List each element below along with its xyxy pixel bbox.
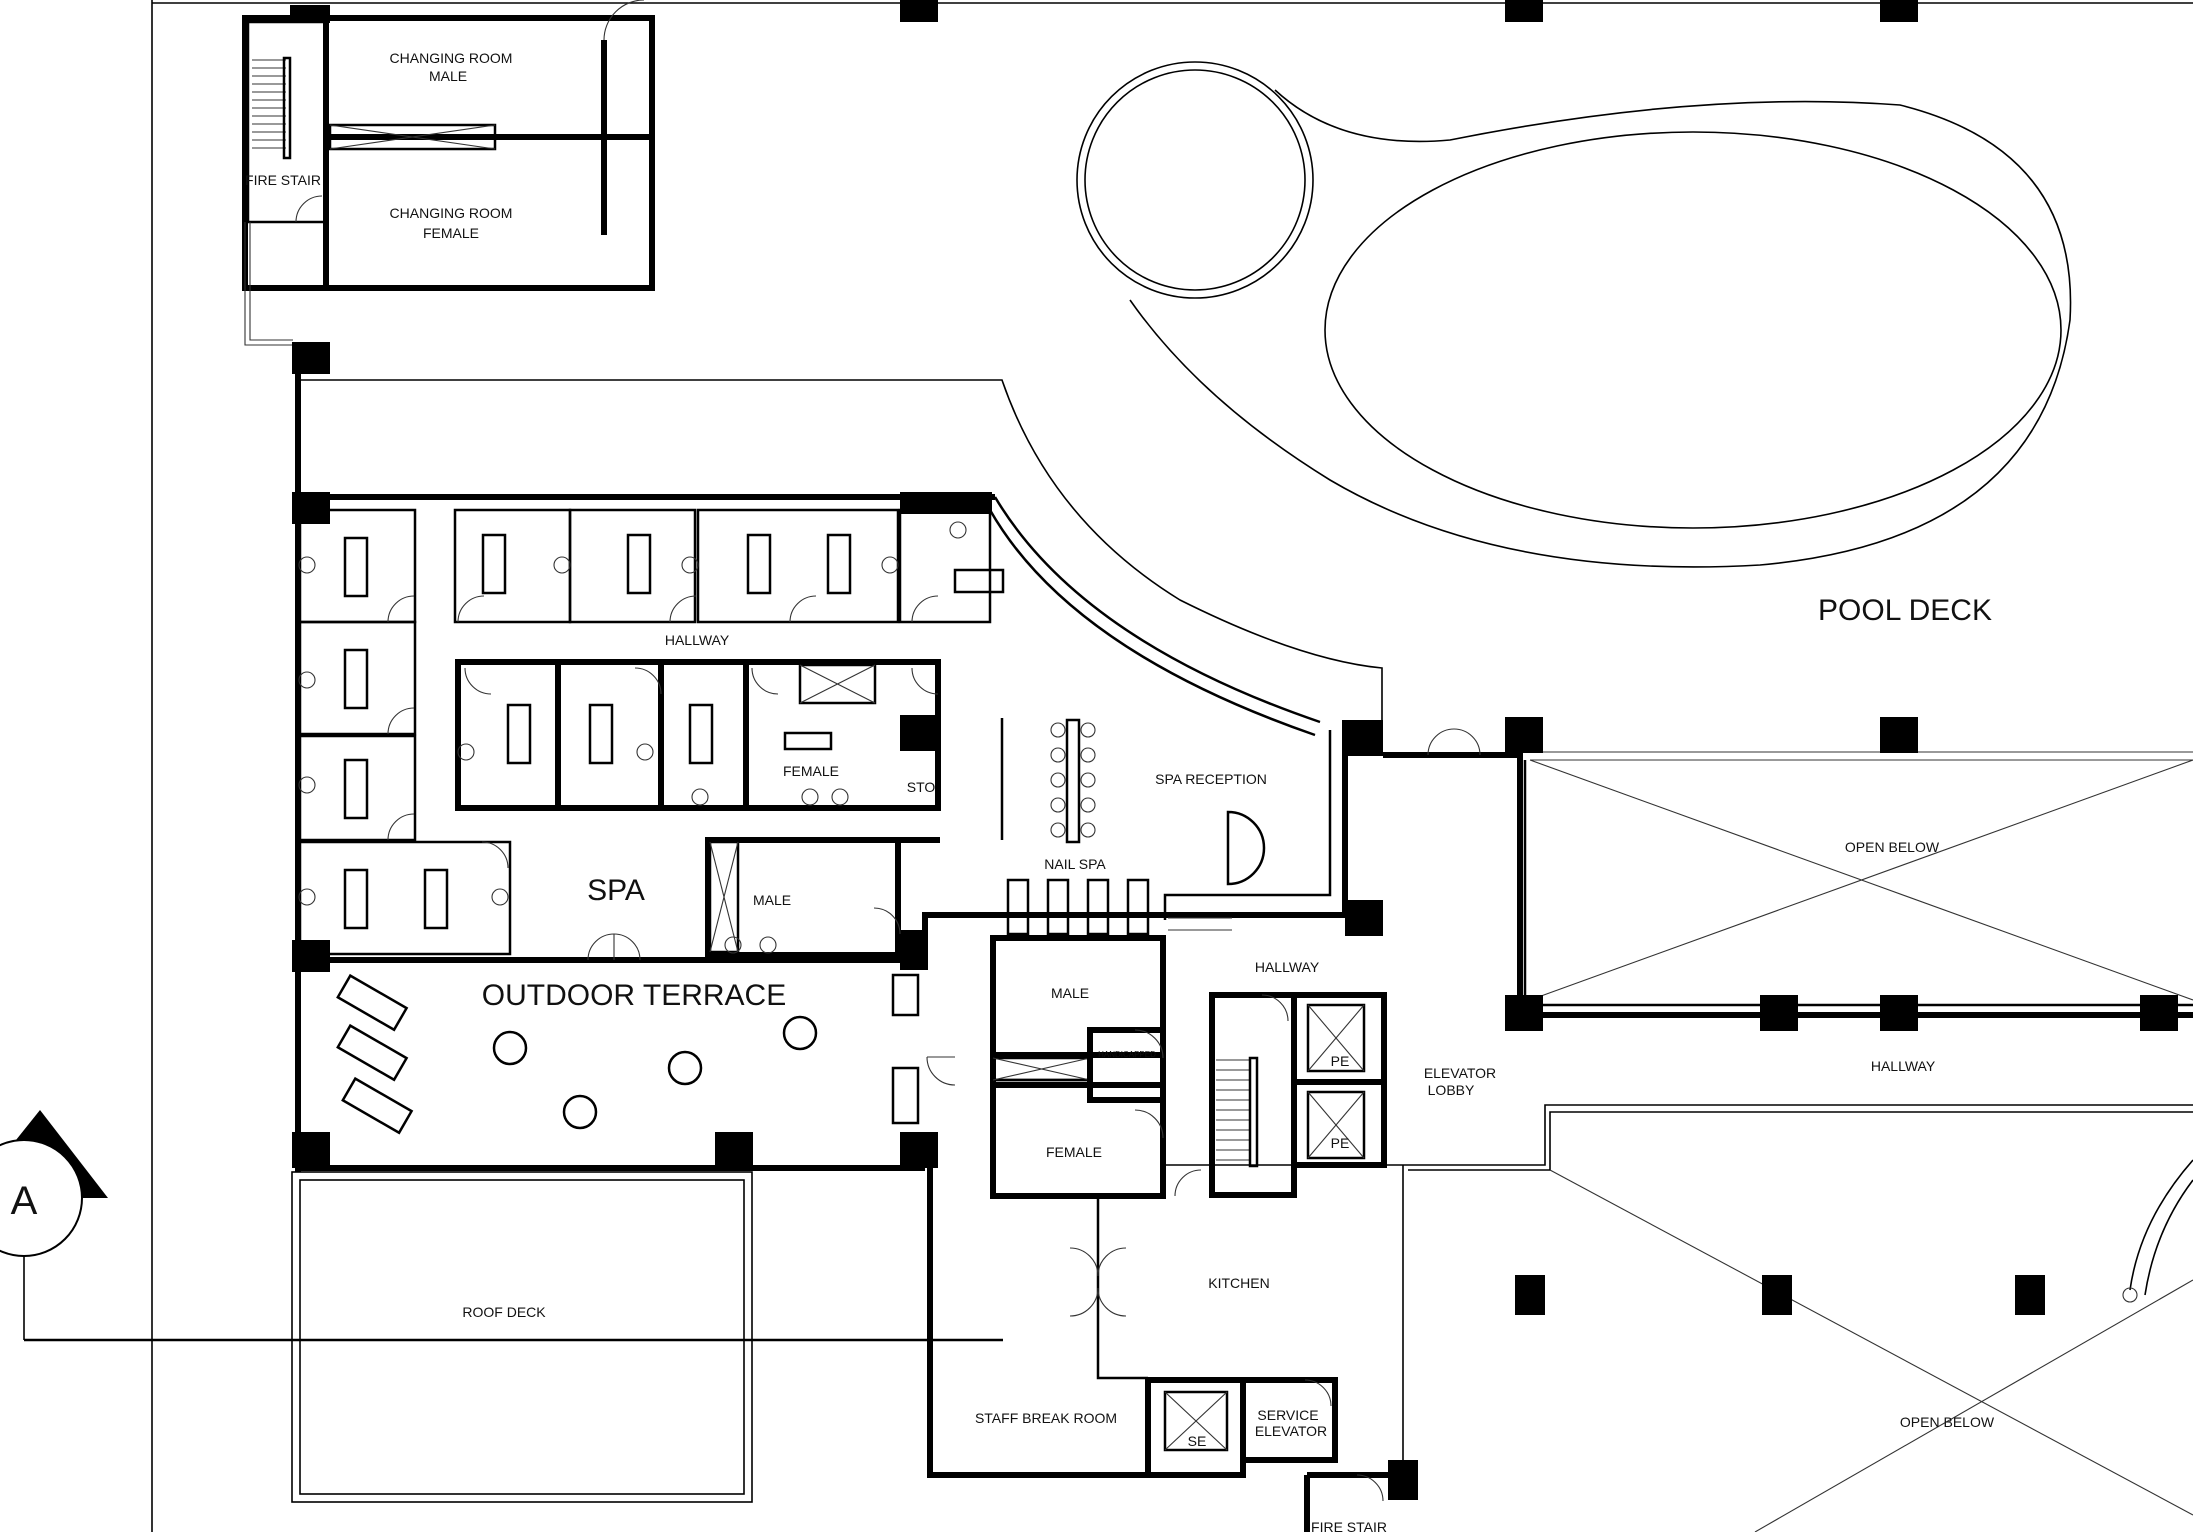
top-edge-columns bbox=[900, 0, 1918, 22]
label-spa: SPA bbox=[587, 874, 645, 907]
label-hallway-mid: HALLWAY bbox=[1255, 959, 1320, 975]
core-stair-treads bbox=[1216, 1056, 1259, 1168]
label-female-spa: FEMALE bbox=[783, 763, 839, 779]
label-hallway-right: HALLWAY bbox=[1871, 1058, 1936, 1074]
label-handicapped: HANDICAPPED bbox=[1098, 1050, 1156, 1059]
pool-deck-edge bbox=[298, 379, 1383, 720]
pool bbox=[1076, 61, 2072, 568]
label-changing-female-2: FEMALE bbox=[423, 225, 479, 241]
atrium-upper bbox=[1383, 717, 2193, 1031]
label-service-elevator-1: SERVICE bbox=[1257, 1407, 1318, 1423]
label-spa-reception: SPA RECEPTION bbox=[1155, 771, 1267, 787]
label-elevator-lobby-2: LOBBY bbox=[1428, 1082, 1475, 1098]
label-roof-deck: ROOF DECK bbox=[462, 1304, 546, 1320]
label-pe-1: PE bbox=[1331, 1053, 1350, 1069]
label-female-rr: FEMALE bbox=[1046, 1144, 1102, 1160]
service-wing bbox=[927, 1164, 1418, 1532]
label-open-below-1: OPEN BELOW bbox=[1845, 839, 1940, 855]
label-changing-male-1: CHANGING ROOM bbox=[390, 50, 513, 66]
label-changing-male-2: MALE bbox=[429, 68, 467, 84]
massage-tables bbox=[343, 533, 1005, 930]
label-elevator-lobby-1: ELEVATOR bbox=[1424, 1065, 1496, 1081]
changing-rooms-block bbox=[242, 0, 655, 346]
room-labels: CHANGING ROOM MALE CHANGING ROOM FEMALE … bbox=[11, 50, 1995, 1532]
nail-spa-furniture bbox=[1000, 718, 1266, 936]
core bbox=[990, 935, 1387, 1199]
section-marker-a bbox=[0, 1110, 1003, 1342]
spa-outer-walls bbox=[292, 342, 1383, 1172]
label-pe-2: PE bbox=[1331, 1135, 1350, 1151]
label-staff-break-room: STAFF BREAK ROOM bbox=[975, 1410, 1117, 1426]
label-service-elevator-2: ELEVATOR bbox=[1255, 1423, 1327, 1439]
label-male-rr: MALE bbox=[1051, 985, 1089, 1001]
label-hallway-spa: HALLWAY bbox=[665, 632, 730, 648]
spa-doors bbox=[387, 595, 956, 1086]
atrium-lower bbox=[1403, 1104, 2193, 1532]
label-sto: STO bbox=[907, 779, 936, 795]
label-pool-deck: POOL DECK bbox=[1818, 594, 1992, 627]
label-outdoor-terrace: OUTDOOR TERRACE bbox=[482, 979, 786, 1012]
fire-stair-treads bbox=[252, 56, 292, 160]
label-se: SE bbox=[1188, 1433, 1207, 1449]
terrace-furniture bbox=[336, 973, 920, 1135]
site-boundary bbox=[151, 0, 2193, 1532]
label-nail-spa: NAIL SPA bbox=[1044, 856, 1106, 872]
label-kitchen: KITCHEN bbox=[1208, 1275, 1269, 1291]
label-fire-stair-bottom: FIRE STAIR bbox=[1311, 1519, 1387, 1532]
label-changing-female-1: CHANGING ROOM bbox=[390, 205, 513, 221]
label-fire-stair-top: FIRE STAIR bbox=[245, 172, 321, 188]
label-male-spa: MALE bbox=[753, 892, 791, 908]
treatment-rooms bbox=[298, 508, 992, 958]
section-marker-letter: A bbox=[11, 1179, 38, 1223]
sinks bbox=[298, 521, 967, 954]
roof-deck bbox=[291, 1171, 753, 1503]
label-open-below-2: OPEN BELOW bbox=[1900, 1414, 1995, 1430]
